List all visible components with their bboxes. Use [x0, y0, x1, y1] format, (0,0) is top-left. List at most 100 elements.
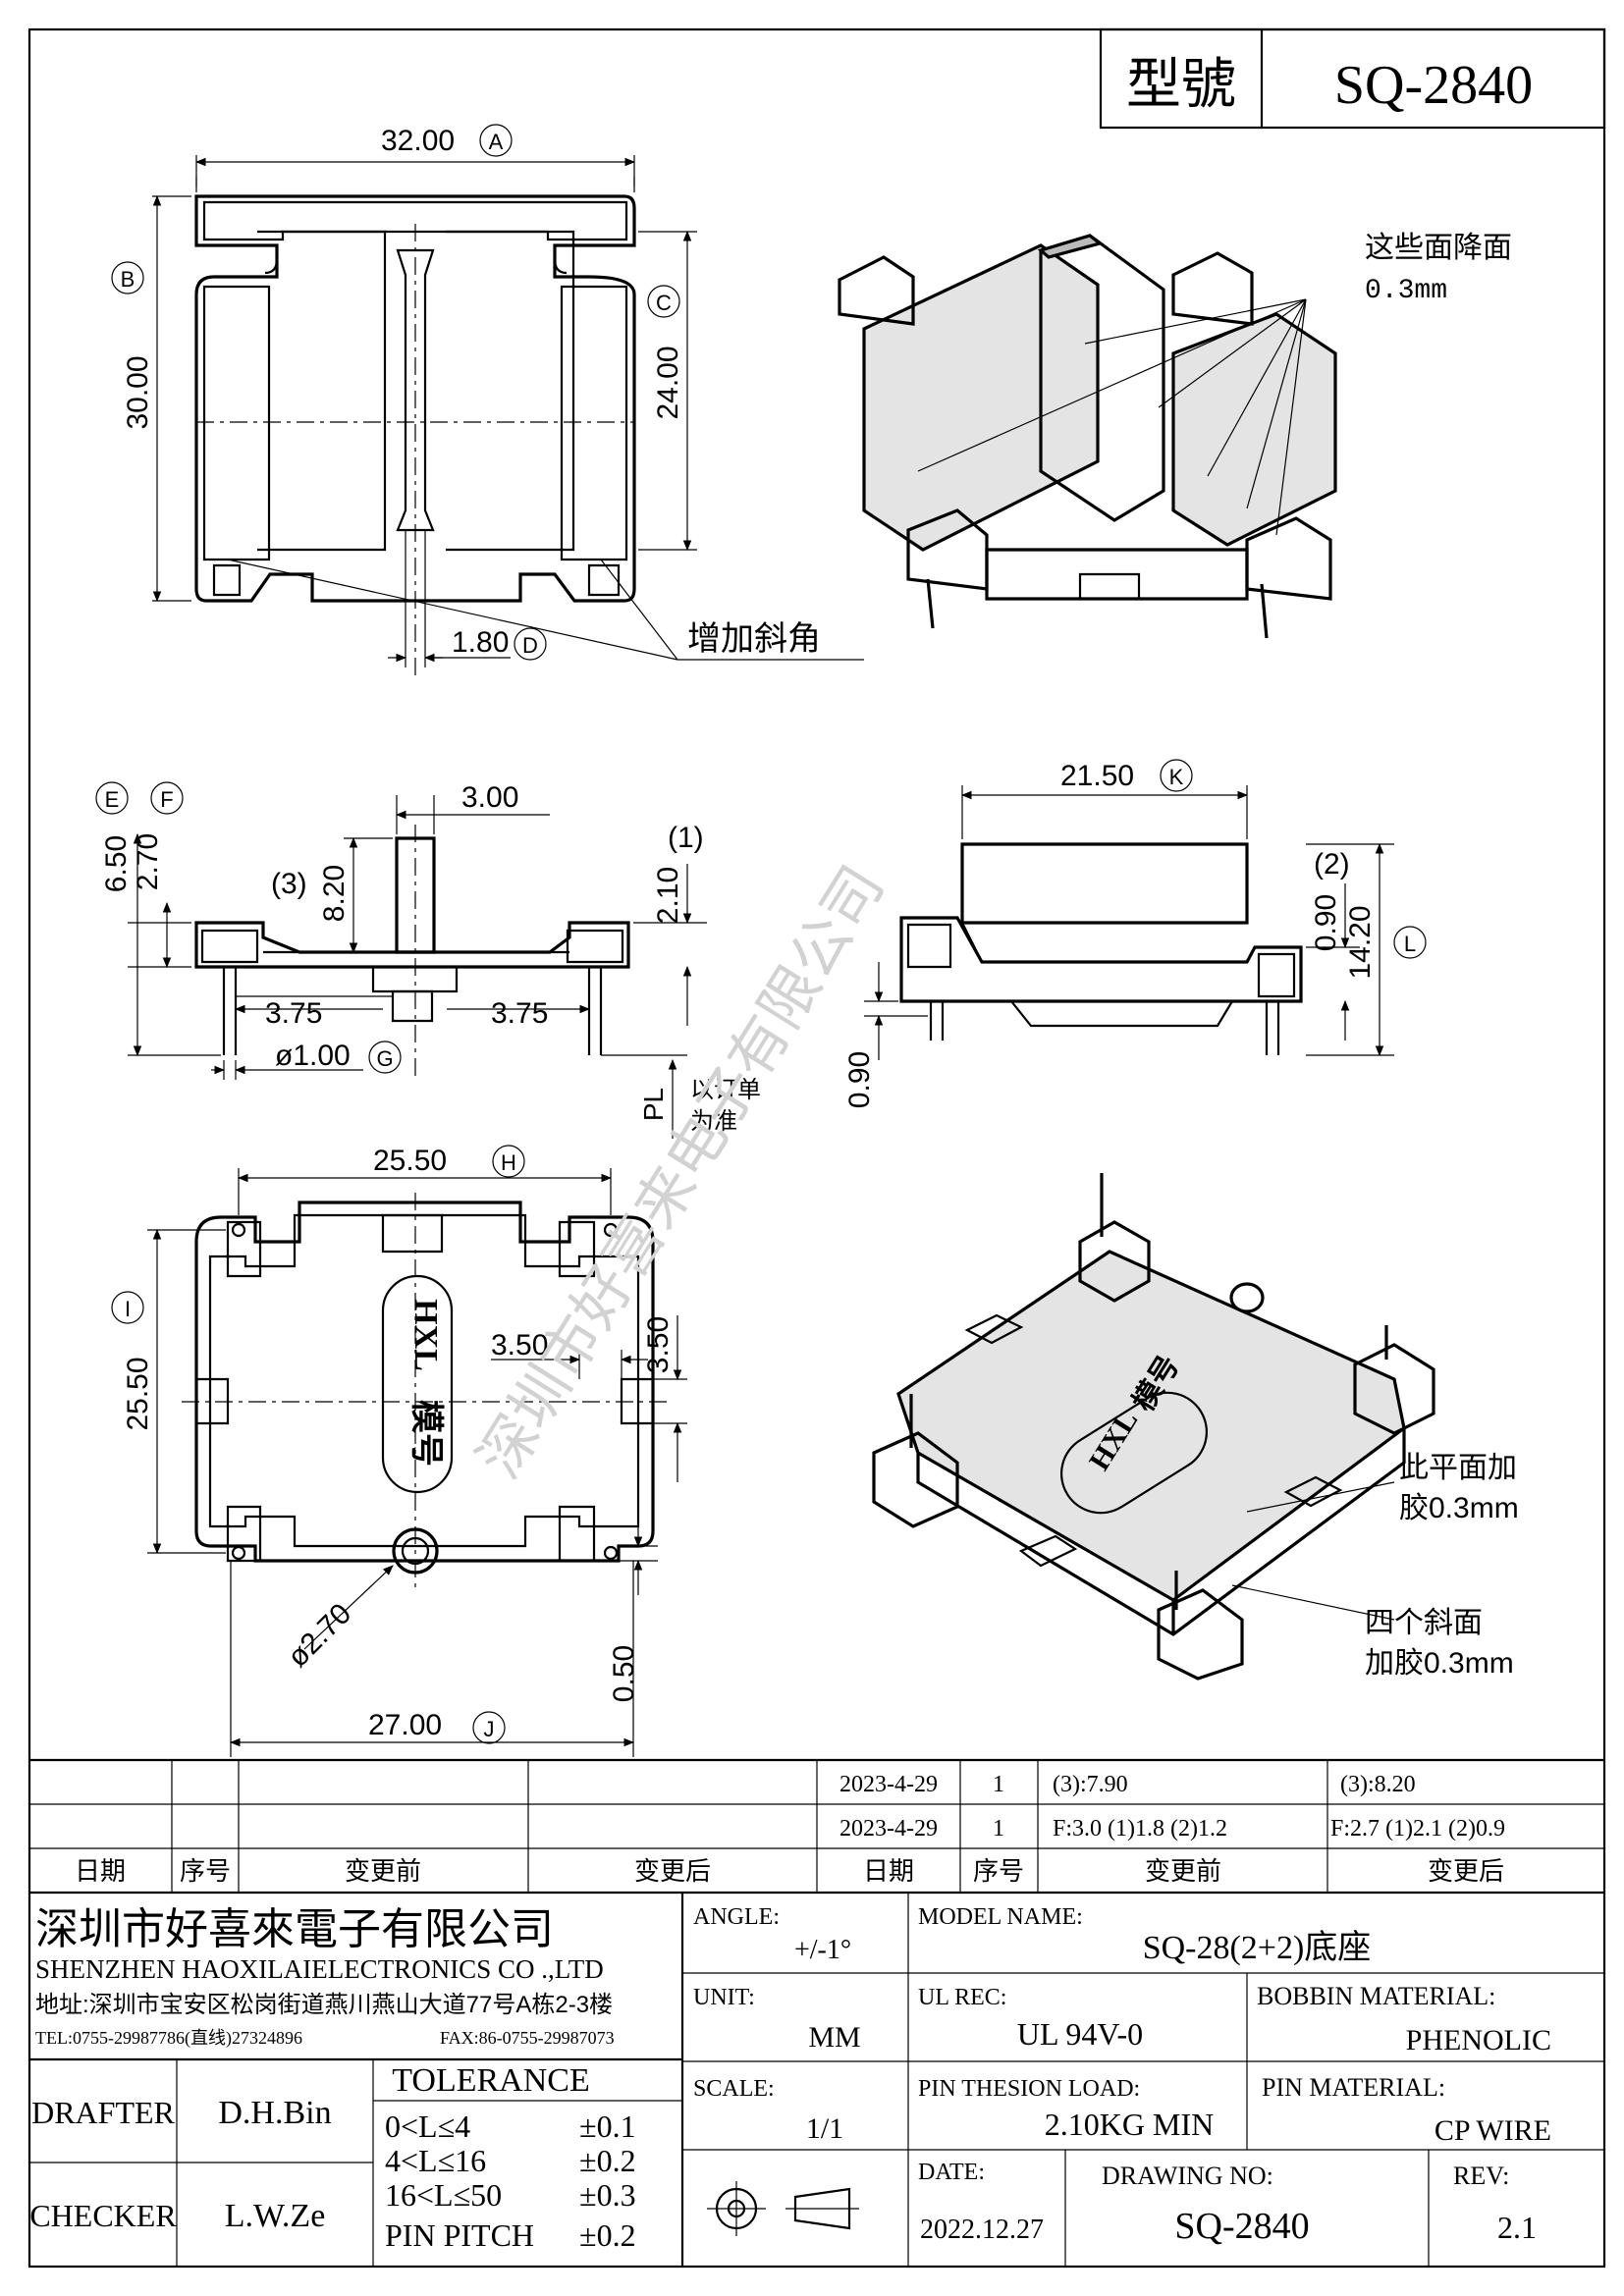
- rev-row1-date: 2023-4-29: [839, 1772, 938, 1797]
- checker-value: L.W.Ze: [225, 2198, 326, 2234]
- dim-left-value: 3.75: [265, 997, 322, 1030]
- note-glue-a-line2: 胶0.3mm: [1399, 1492, 1519, 1524]
- angle-label: ANGLE:: [693, 1904, 780, 1930]
- dim-2-value: 0.90: [1310, 894, 1342, 951]
- tolerance-value-3: ±0.3: [579, 2177, 636, 2213]
- pin-load-label: PIN THESION LOAD:: [918, 2076, 1140, 2102]
- company-name-cn: 深圳市好喜來電子有限公司: [35, 1905, 554, 1953]
- dim-c-tag-circle: [647, 285, 680, 318]
- rev-row2-date: 2023-4-29: [839, 1816, 938, 1842]
- bobbin-material-label: BOBBIN MATERIAL:: [1257, 1982, 1495, 2010]
- dim-d-value: 1.80: [452, 626, 509, 659]
- pl-note-line2: 为准: [690, 1108, 737, 1135]
- dim-i-tag: I: [125, 1297, 131, 1321]
- note-glue-b-line1: 四个斜面: [1365, 1607, 1483, 1639]
- bottom-view: HXL 模号 25.50 H 25.50 I 3.50 3.50 ø2.70 0…: [111, 1145, 687, 1757]
- dim-g-value: ø1.00: [275, 1040, 351, 1072]
- dim-k-tag-circle: [1160, 759, 1193, 792]
- scale-label: SCALE:: [693, 2076, 775, 2102]
- rev-row2-before: F:3.0 (1)1.8 (2)1.2: [1053, 1816, 1227, 1842]
- iso-top-view: 这些面降面 0.3mm: [838, 232, 1512, 639]
- dim-g-tag: G: [376, 1046, 393, 1071]
- watermark: 深圳市好喜来电子有限公司: [465, 855, 895, 1489]
- label-1: (1): [668, 822, 704, 854]
- dim-k-tag: K: [1169, 765, 1184, 789]
- pl-note-line1: 以订单: [690, 1077, 761, 1103]
- company-name-en: SHENZHEN HAOXILAIELECTRONICS CO .,LTD: [35, 1954, 604, 1984]
- note-glue-a-line1: 此平面加: [1399, 1452, 1517, 1484]
- dim-l-tag-circle: [1393, 926, 1427, 959]
- sheet-border: [27, 27, 1606, 2269]
- dim-h-tag: H: [501, 1150, 516, 1175]
- rev-header-before: 变更前: [345, 1856, 421, 1886]
- rev-row2-seq: 1: [993, 1816, 1004, 1842]
- dim-l-value: 14.20: [1344, 905, 1377, 979]
- dim-width-value: 3.00: [461, 781, 518, 814]
- dim-i-tag-circle: [111, 1291, 144, 1324]
- rev-header-before2: 变更前: [1145, 1856, 1221, 1886]
- front-view: 6.50 2.70 E F 3.00 8.20 (3) 2.10 (1) 3.7…: [95, 781, 761, 1139]
- dim-a-tag-circle: [479, 124, 513, 157]
- rev-label: REV:: [1453, 2162, 1509, 2190]
- company-address: 地址:深圳市宝安区松岗街道燕川燕山大道77号A栋2-3楼: [35, 1992, 613, 2018]
- dim-050-value: 0.50: [608, 1645, 640, 1702]
- rev-header-date2: 日期: [863, 1856, 914, 1886]
- dim-d-tag: D: [522, 633, 538, 658]
- dim-b-tag: B: [121, 267, 135, 292]
- pin-load-value: 2.10KG MIN: [1045, 2107, 1214, 2142]
- rev-row1-seq: 1: [993, 1772, 1004, 1797]
- dim-i-value: 25.50: [122, 1357, 154, 1430]
- dim-right-value: 3.75: [491, 997, 548, 1030]
- note-recess-line2: 0.3mm: [1365, 276, 1447, 306]
- date-label: DATE:: [918, 2160, 985, 2185]
- tolerance-value-4: ±0.2: [579, 2217, 636, 2253]
- tolerance-range-3: 16<L≤50: [385, 2177, 502, 2213]
- company-tel: TEL:0755-29987786(直线)27324896: [35, 2028, 302, 2049]
- top-view: 32.00 A 30.00 B 24.00 C 1.80 D 增加斜角: [111, 124, 864, 677]
- company-fax: FAX:86-0755-29987073: [440, 2028, 615, 2048]
- header-model-label: 型號: [1126, 53, 1236, 115]
- model-name-value: SQ-28(2+2)底座: [1143, 1929, 1372, 1966]
- tolerance-value-2: ±0.2: [579, 2143, 636, 2178]
- pin-material-label: PIN MATERIAL:: [1262, 2073, 1445, 2102]
- rev-header-seq: 序号: [180, 1856, 231, 1886]
- dim-e-tag-circle: [95, 781, 129, 815]
- dim-f-tag-circle: [150, 781, 184, 815]
- tolerance-value-1: ±0.1: [579, 2109, 636, 2144]
- dim-3-value: 8.20: [318, 865, 351, 922]
- dim-d-tag-circle: [514, 627, 547, 661]
- pl-label: PL: [638, 1088, 669, 1121]
- dim-k-value: 21.50: [1060, 760, 1134, 792]
- title-block: 深圳市好喜來電子有限公司 SHENZHEN HAOXILAIELECTRONIC…: [29, 1893, 1604, 2267]
- dim-b-value: 30.00: [122, 355, 154, 429]
- dim-e-value: 6.50: [100, 835, 133, 892]
- rev-header-after2: 变更后: [1428, 1856, 1504, 1886]
- header-model-value: SQ-2840: [1334, 55, 1533, 116]
- dim-l-tag: L: [1404, 932, 1416, 956]
- dim-b-tag-circle: [111, 261, 144, 294]
- rev-header-date: 日期: [75, 1856, 126, 1886]
- tolerance-range-1: 0<L≤4: [385, 2109, 470, 2144]
- drawing-no-value: SQ-2840: [1174, 2206, 1309, 2247]
- dim-j-tag-circle: [472, 1711, 506, 1744]
- dim-j-value: 27.00: [368, 1709, 442, 1741]
- label-2: (2): [1314, 848, 1350, 881]
- rev-header-after: 变更后: [634, 1856, 711, 1886]
- rev-row1-after: (3):8.20: [1340, 1772, 1416, 1797]
- note-chamfer: 增加斜角: [687, 620, 821, 658]
- dim-c-tag: C: [656, 291, 672, 315]
- label-3: (3): [271, 868, 307, 900]
- checker-label: CHECKER: [29, 2198, 177, 2233]
- pin-material-value: CP WIRE: [1435, 2114, 1551, 2147]
- dim-h-value: 25.50: [373, 1145, 447, 1177]
- drafter-value: D.H.Bin: [218, 2095, 331, 2131]
- note-glue-b-line2: 加胶0.3mm: [1365, 1647, 1514, 1680]
- dim-a-value: 32.00: [381, 125, 455, 157]
- side-view: 21.50 K 14.20 L 0.90 (2) 0.90: [843, 759, 1427, 1108]
- dim-35a-value: 3.50: [491, 1329, 548, 1362]
- bobbin-material-value: PHENOLIC: [1406, 2024, 1551, 2056]
- dim-bottom-value: 0.90: [843, 1051, 876, 1108]
- dim-e-tag: E: [105, 787, 120, 812]
- projection-symbol-icon: [707, 2181, 859, 2236]
